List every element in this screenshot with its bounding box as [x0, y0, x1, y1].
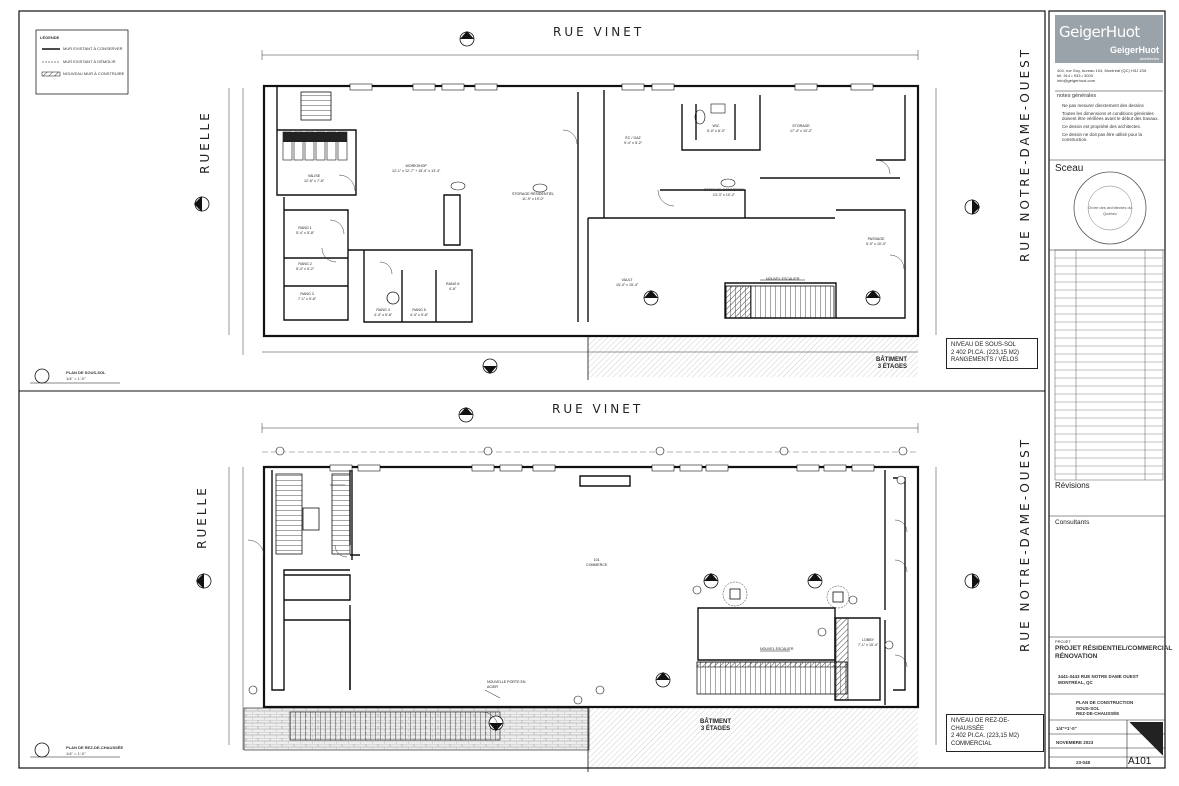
- plan-lower-caption: PLAN DE REZ-DE-CHAUSSÉE: [66, 745, 124, 750]
- notes-title: notes générales: [1057, 93, 1097, 99]
- firm-address: 404, rue Guy, bureau 104, Montréal (QC) …: [1057, 68, 1147, 83]
- building-label-lower: BÂTIMENT 3 ÉTAGES: [700, 719, 731, 732]
- seal-stamp: [1073, 171, 1147, 245]
- revisions-table: [1054, 249, 1164, 481]
- project-number: 23-048: [1076, 760, 1091, 765]
- label-nouvel-escalier-upper: NOUVEL ESCALIER: [766, 277, 800, 281]
- revision-rows: [1055, 257, 1163, 475]
- project-name: PROJET RÉSIDENTIEL/COMMERCIAL RÉNOVATION: [1055, 645, 1173, 660]
- sheet-title: PLAN DE CONSTRUCTION SOUS-SOL REZ-DE-CHA…: [1076, 700, 1134, 716]
- sheet-date: NOVEMBRE 2023: [1056, 740, 1094, 745]
- street-top-upper: RUE VINET: [553, 25, 645, 39]
- title-block-border: [1048, 10, 1166, 769]
- plan-upper-caption: PLAN DE SOUS-SOL: [66, 370, 106, 375]
- street-left-upper: RUELLE: [198, 110, 212, 174]
- firm-logo: GeigerHuot GeigerHuot architectes: [1055, 15, 1163, 63]
- level-box-upper: NIVEAU DE SOUS-SOL 2 402 PI.CA. (223,15 …: [946, 338, 1038, 369]
- revisions-label: Révisions: [1055, 481, 1090, 490]
- legend-item-2: MUR EXISTANT À DÉMOLIR: [63, 59, 116, 64]
- street-right-lower: RUE NOTRE-DAME-OUEST: [1018, 436, 1032, 652]
- basement-plan: [30, 31, 980, 384]
- title-block-grid: [1049, 90, 1165, 768]
- sheet-border: [18, 10, 1046, 769]
- street-top-lower: RUE VINET: [552, 402, 644, 416]
- label-nouvel-escalier-lower: NOUVEL ESCALIER: [760, 647, 794, 651]
- legend-item-1: MUR EXISTANT À CONSERVER: [63, 46, 123, 51]
- plan-lower-scale: 1/4" = 1'-0": [66, 751, 86, 756]
- seal-label: Sceau: [1055, 163, 1084, 174]
- general-notes: Ne pas mesurer directement des dessins T…: [1062, 103, 1159, 142]
- sheet-number: A101: [1128, 756, 1152, 767]
- legend-title: LÉGENDE: [40, 35, 60, 40]
- street-left-lower: RUELLE: [195, 485, 209, 549]
- seal-text: Ordre des architectes du Québec: [1088, 205, 1132, 216]
- level-box-lower: NIVEAU DE REZ-DE-CHAUSSÉE 2 402 PI.CA. (…: [946, 714, 1044, 752]
- consultants-label: Consultants: [1055, 519, 1090, 526]
- building-label-upper: BÂTIMENT 3 ÉTAGES: [876, 357, 907, 370]
- sheet-scale: 1/4"=1'-0": [1056, 726, 1077, 731]
- project-address: 3441-3443 RUE NOTRE DAME OUEST MONTRÉAL,…: [1058, 674, 1139, 685]
- project-heading: PROJET: [1055, 639, 1071, 644]
- street-right-upper: RUE NOTRE-DAME-OUEST: [1018, 46, 1032, 262]
- ground-floor-plan: [30, 279, 980, 772]
- plan-upper-scale: 1/4" = 1'-0": [66, 376, 86, 381]
- legend-item-3: NOUVEAU MUR À CONSTRUIRE: [63, 71, 125, 76]
